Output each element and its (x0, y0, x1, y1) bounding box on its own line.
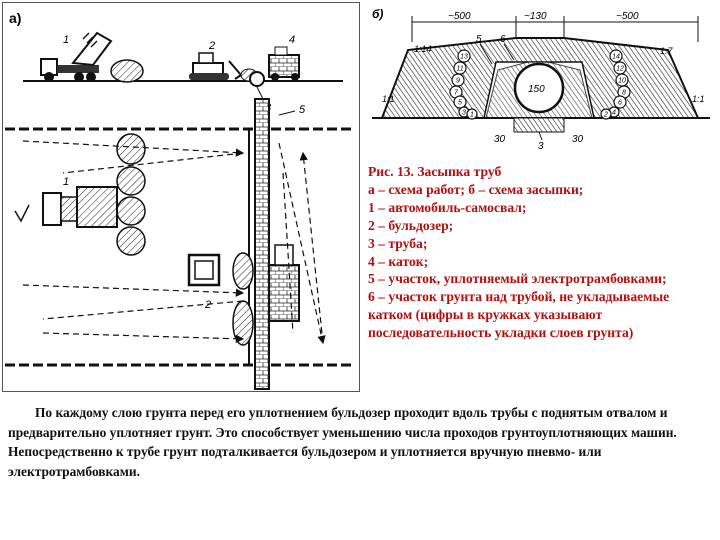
backfill-cross-section-drawing: б) ~500 ~130 ~500 150 1:14 1:7 1:1 1:1 5… (372, 7, 710, 152)
pipe-circle (513, 62, 565, 114)
body-paragraph: По каждому слою грунта перед его уплотне… (8, 405, 677, 479)
seq-7: 7 (454, 90, 459, 97)
slope-right-top: 1:7 (660, 46, 674, 56)
scheme-of-works-drawing: а) 1 2 4 (5, 10, 353, 390)
seq-3: 3 (462, 110, 466, 117)
movement-paths (22, 140, 326, 345)
figure-caption: Рис. 13. Засыпка труб а – схема работ; б… (368, 163, 716, 342)
seq-5: 5 (458, 100, 462, 107)
slope-left-side: 1:1 (382, 94, 395, 104)
pipe-plan-strip (254, 98, 270, 390)
callout-5-leader (278, 110, 296, 116)
seq-4: 4 (612, 110, 616, 117)
seq-11: 11 (456, 66, 463, 73)
seq-12: 12 (616, 66, 624, 73)
dump-truck-plan-view (42, 186, 118, 228)
caption-line-bulldozer: 2 – бульдозер; (368, 217, 454, 233)
seq-6: 6 (618, 100, 622, 107)
dump-truck-side-view (40, 31, 144, 83)
seq-2: 2 (603, 112, 608, 119)
caption-title: Рис. 13. Засыпка труб (368, 164, 502, 179)
seq-8: 8 (622, 90, 626, 97)
dim-center: ~130 (524, 11, 547, 22)
caption-line-soil-over-pipe: 6 – участок грунта над трубой, не уклады… (368, 289, 670, 341)
dim-bottom-left: 30 (494, 134, 506, 145)
caption-line-tamping-area: 5 – участок, уплотняемый электротрамбовк… (368, 271, 667, 287)
dim-right: ~500 (616, 11, 639, 22)
bulldozer-plan-view (187, 253, 221, 287)
pipe-diameter-label: 150 (528, 84, 545, 95)
seq-14: 14 (612, 54, 620, 61)
soil-piles (116, 133, 254, 346)
roller-side-view (268, 46, 300, 81)
callout-2-plan: 2 (204, 299, 211, 311)
caption-line-roller: 4 – каток; (368, 253, 429, 269)
bulldozer-side-view (189, 52, 258, 82)
pipe-section-circle (249, 71, 265, 87)
backfill-cross-section-figure: б) ~500 ~130 ~500 150 1:14 1:7 1:1 1:1 5… (368, 2, 714, 152)
panel-a-label: а) (9, 10, 21, 26)
seq-1: 1 (470, 112, 474, 119)
seq-10: 10 (618, 78, 626, 85)
caption-line-schemes: а – схема работ; б – схема засыпки; (368, 181, 584, 197)
seq-9: 9 (456, 78, 460, 85)
dim-bottom-right: 30 (572, 134, 584, 145)
callout-4-top: 4 (289, 34, 295, 46)
sequence-circles (449, 49, 631, 120)
seq-13: 13 (460, 54, 468, 61)
slope-right-side: 1:1 (692, 94, 705, 104)
callout-1-top: 1 (63, 34, 69, 46)
callout-2-top: 2 (208, 40, 215, 52)
callout-1-plan: 1 (63, 176, 69, 188)
caption-line-pipe: 3 – труба; (368, 235, 428, 251)
pipe-bedding (513, 117, 565, 133)
callout-5-section: 5 (476, 34, 482, 45)
slope-left-top: 1:14 (414, 44, 432, 54)
roller-plan-view (268, 244, 300, 322)
dim-left: ~500 (448, 11, 471, 22)
caption-line-truck: 1 – автомобиль-самосвал; (368, 199, 527, 215)
callout-3-section: 3 (538, 141, 544, 150)
panel-b-label: б) (372, 7, 383, 21)
callout-5: 5 (299, 104, 306, 116)
scheme-of-works-figure: а) 1 2 4 (2, 2, 360, 392)
callout-6-section: 6 (500, 34, 506, 45)
truck-turn-arrow (14, 204, 30, 223)
